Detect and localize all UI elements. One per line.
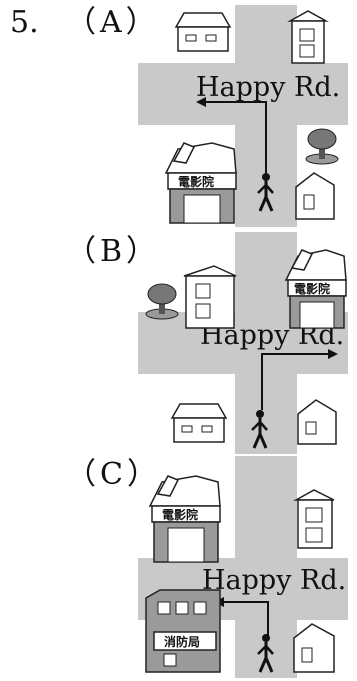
sign-label: 電影院: [178, 174, 214, 189]
option-a-map[interactable]: Happy Rd. 電影院: [138, 5, 348, 227]
option-a-label[interactable]: （A）: [66, 5, 160, 40]
option-b-label[interactable]: （B）: [66, 234, 161, 269]
tree-icon: [145, 283, 179, 320]
sign-label: 消防局: [164, 634, 200, 649]
horizontal-road: [138, 63, 348, 125]
fire-station-icon: 消防局: [145, 589, 221, 673]
apartment-icon: [287, 10, 329, 64]
person-icon: [251, 410, 268, 449]
house-icon: [295, 172, 335, 220]
cinema-icon: 電影院: [164, 142, 237, 224]
person-icon: [257, 173, 274, 212]
arrow-icon: [261, 349, 338, 410]
house-icon: [174, 12, 232, 52]
house-icon: [297, 399, 337, 445]
cinema-icon: 電影院: [148, 475, 221, 563]
option-c-label[interactable]: （C）: [66, 457, 161, 492]
person-icon: [257, 634, 274, 673]
road-label: Happy Rd.: [202, 565, 346, 596]
apartment-icon: [293, 489, 335, 549]
sign-label: 電影院: [294, 281, 330, 296]
apartment-icon: [183, 265, 237, 329]
house-icon: [170, 403, 228, 443]
option-b-map[interactable]: Happy Rd. 電影院: [138, 232, 348, 454]
option-c-map[interactable]: Happy Rd. 電影院 消防局: [138, 456, 348, 678]
house-icon: [293, 623, 335, 673]
road-label: Happy Rd.: [196, 72, 340, 103]
cinema-icon: 電影院: [284, 249, 347, 329]
question-number: 5.: [10, 5, 39, 40]
arrow-icon: [196, 97, 267, 173]
tree-icon: [305, 128, 339, 165]
sign-label: 電影院: [162, 507, 198, 522]
